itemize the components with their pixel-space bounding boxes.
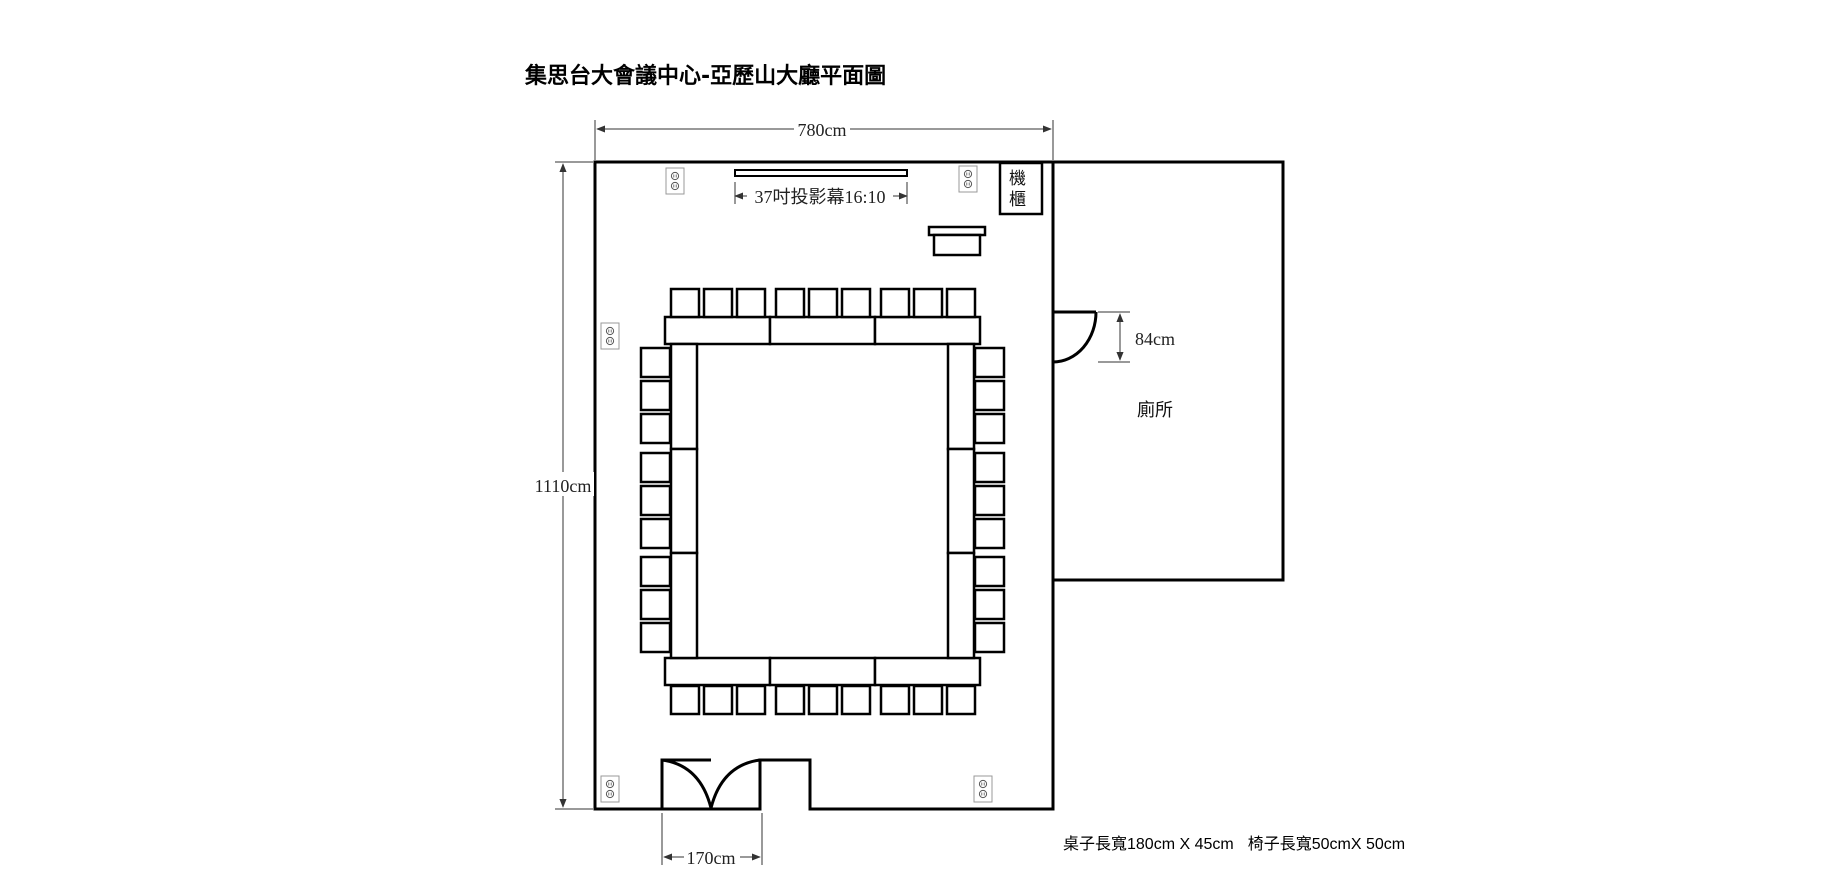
chair [807,287,839,319]
table [946,551,976,660]
chair [639,621,672,654]
chair-size-note: 椅子長寬50cmX 50cm [1247,836,1406,853]
chair [879,287,911,319]
projector [927,225,987,257]
table [946,447,976,555]
chair [639,451,672,484]
table [946,342,976,451]
width-label: 780cm [798,120,847,140]
furniture-size-note: 桌子長寬180cm X 45cm 椅子長寬50cmX 50cm [1063,830,1405,854]
restroom-wall [1051,160,1285,582]
chair [774,684,806,716]
table [669,551,699,660]
chair [735,287,767,319]
hall-wall [662,580,1055,811]
chair [973,588,1006,621]
table-size-note: 桌子長寬180cm X 45cm [1063,836,1234,853]
chair [973,484,1006,517]
chair [639,517,672,550]
chair [639,412,672,445]
table [669,342,699,451]
chair [669,287,701,319]
door-width-label: 170cm [687,848,736,868]
chair [774,287,806,319]
seating-layout [639,287,1006,716]
height-label: 1110cm [535,476,592,496]
restroom-label: 廁所 [1137,399,1173,421]
chair [879,684,911,716]
projection-screen [734,169,908,177]
cabinet-label-2: 櫃 [1009,190,1026,210]
chair [912,684,944,716]
outlet-icon [973,775,993,803]
cabinet-label-1: 機 [1009,169,1026,189]
chair [639,588,672,621]
chair [973,621,1006,654]
chair [840,684,872,716]
chair [945,684,977,716]
restroom-door[interactable] [1052,310,1098,364]
chair [807,684,839,716]
entrance-door[interactable] [661,758,761,809]
outlet-icon [600,322,620,350]
chair [973,379,1006,412]
chair [840,287,872,319]
chair [702,684,734,716]
restroom-door-label: 84cm [1135,329,1175,349]
chair [973,517,1006,550]
chair [702,287,734,319]
chair [735,684,767,716]
table [669,447,699,555]
cabinet: 機 櫃 [998,161,1044,216]
chair [973,451,1006,484]
outlet-icon [600,775,620,803]
table [663,656,772,687]
chair [945,287,977,319]
chair [973,555,1006,588]
chair [639,379,672,412]
chair [639,555,672,588]
chair [912,287,944,319]
table [768,315,877,346]
table [768,656,877,687]
table [663,315,772,346]
chair [973,346,1006,379]
screen-label: 37吋投影幕16:10 [754,187,885,207]
plan-title: 集思台大會議中心-亞歷山大廳平面圖 [525,64,887,89]
outlet-icon [665,167,685,195]
chair [669,684,701,716]
table [873,315,982,346]
chair [973,412,1006,445]
chair [639,346,672,379]
chair [639,484,672,517]
outlet-icon [958,165,978,193]
table [873,656,982,687]
